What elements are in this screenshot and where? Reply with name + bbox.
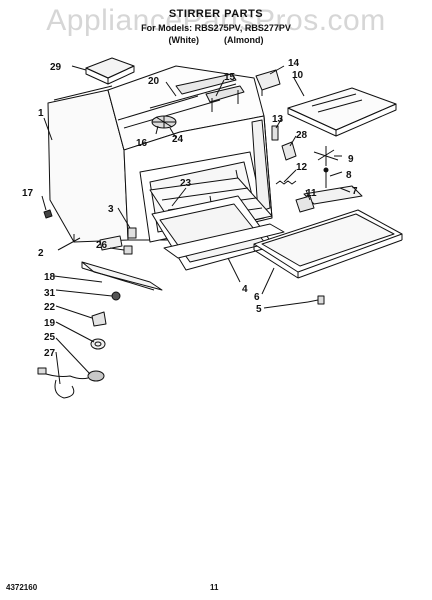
callout-7: 7 (352, 186, 358, 197)
part-14-bracket (255, 69, 281, 96)
callout-8: 8 (346, 170, 352, 181)
callout-18: 19 (44, 318, 56, 329)
callout-14: 14 (288, 58, 300, 69)
part-26-clip (123, 245, 133, 255)
callout-5: 5 (256, 304, 262, 315)
callout-26: 26 (96, 240, 108, 251)
part-25-thermostat (87, 370, 105, 382)
callout-10: 10 (292, 70, 304, 81)
part-16-stirrer-blade (151, 115, 177, 129)
callout-27: 27 (44, 348, 56, 359)
callout-4: 4 (242, 284, 248, 295)
part-19-base-rail (81, 261, 163, 291)
callout-2: 2 (38, 248, 44, 259)
part-28-bracket (281, 141, 297, 161)
callout-24: 24 (172, 134, 184, 145)
callout-31: 31 (44, 288, 56, 299)
part-13-clip (271, 125, 279, 141)
part-2-hinge (99, 235, 123, 251)
part-5-screw (307, 295, 325, 305)
part-27-wire-harness (37, 367, 89, 399)
callout-20: 20 (148, 76, 160, 87)
part-3-block (127, 227, 137, 239)
callout-22: 22 (44, 302, 56, 313)
part-4-bottom-panel (163, 223, 285, 259)
callout-3: 3 (108, 204, 114, 215)
callout-9: 9 (348, 154, 354, 165)
part-6-floor-tray (253, 209, 403, 279)
watermark: AppliancePartsPros.com (46, 4, 386, 37)
callout-23: 23 (180, 178, 192, 189)
part-22-bracket (91, 311, 107, 327)
part-18-bushing (90, 338, 106, 350)
part-17-screw (43, 209, 53, 219)
callout-25: 25 (44, 332, 56, 343)
part-9-stirrer-blade (313, 146, 339, 166)
callout-17: 17 (22, 188, 34, 199)
document-number: 4372160 (6, 583, 38, 592)
part-29-vent-cover (85, 57, 135, 85)
part-12-spring (275, 180, 297, 185)
part-10-top-plate (287, 87, 397, 137)
callout-19: 18 (44, 272, 56, 283)
diagram-title: STIRRER PARTS (168, 8, 264, 20)
callout-12: 12 (296, 162, 308, 173)
callout-16: 16 (136, 138, 148, 149)
callout-13: 13 (272, 114, 284, 125)
part-8-shaft (323, 167, 329, 188)
leader-lines (41, 65, 351, 385)
callout-11: 11 (306, 188, 317, 199)
page-number: 11 (210, 583, 219, 592)
callout-15: 15 (224, 72, 236, 83)
part-15-motor-bracket (205, 85, 245, 112)
callout-1: 1 (38, 108, 44, 119)
colors-line: (White) (Almond) (168, 35, 264, 45)
callout-28: 28 (296, 130, 308, 141)
callout-6: 6 (254, 292, 260, 303)
part-31-screw (111, 291, 121, 301)
callout-29: 29 (50, 62, 62, 73)
callout-labels: 29 1 20 15 14 10 13 28 16 24 9 8 12 7 11… (22, 58, 358, 359)
part-right-frame-flange (251, 119, 271, 213)
models-line: For Models: RBS275PV, RBS277PV (141, 23, 291, 33)
